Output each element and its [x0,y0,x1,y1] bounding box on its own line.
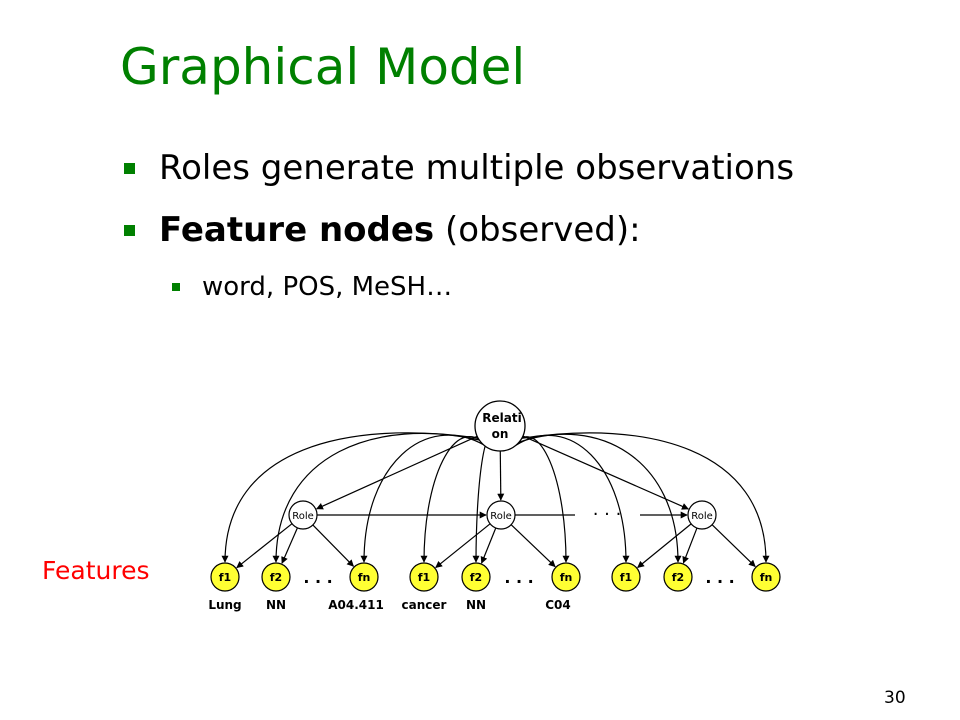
role-feature-edge [510,524,556,568]
role-feature-edge [711,524,756,568]
feature-node-label: f2 [672,571,684,584]
relation-role-edge [497,450,505,501]
feature-node-label: f2 [470,571,482,584]
feature-ellipsis: . . . [504,568,533,587]
feature-word-label: Lung [208,598,241,612]
feature-node [210,562,240,592]
role-feature-edge [281,527,298,564]
relation-role-edge [316,435,478,510]
diagram-edges [221,432,770,569]
relation-feature-edge [509,436,570,563]
page-number: 30 [884,688,906,708]
relation-node-label: on [492,427,509,441]
role-node-label: Role [691,511,713,522]
bullet-square-icon [124,224,135,236]
feature-word-label: C04 [545,598,571,612]
role-chain-ellipsis: . . . [593,499,622,520]
bullet-square-icon [172,283,180,291]
feature-word-label: NN [266,598,286,612]
bullet-bold-text: Feature nodes [159,210,435,250]
role-feature-edge [236,523,293,569]
relation-feature-edge [472,436,497,563]
relation-node-label: Relati [482,411,521,425]
feature-node [349,562,379,592]
relation-feature-edge [521,432,770,563]
feature-ellipsis: . . . [705,568,734,587]
role-feature-edge [637,523,692,568]
feature-word-label: A04.411 [328,598,384,612]
role-feature-edge [435,523,491,569]
role-node [687,500,717,530]
feature-word-label: cancer [402,598,447,612]
feature-node [409,562,439,592]
role-feature-edge [312,524,354,567]
role-node [288,500,318,530]
feature-node [551,562,581,592]
feature-node-label: fn [560,571,573,584]
role-feature-edge [682,527,698,564]
feature-node-label: f2 [270,571,282,584]
bullet-text: (observed): [434,210,641,250]
feature-ellipsis: . . . [303,568,332,587]
bullet-item: Roles generate multiple observations [124,148,794,188]
features-label: Features [42,556,150,585]
feature-node-label: fn [760,571,773,584]
role-feature-edge [480,527,497,564]
feature-node [611,562,641,592]
relation-feature-edge [221,432,479,563]
feature-node-label: f1 [620,571,632,584]
relation-feature-edge [272,432,480,563]
feature-node [751,562,781,592]
sub-bullet-text: word, POS, MeSH… [202,272,453,302]
sub-bullet-item: word, POS, MeSH… [172,272,452,302]
role-node-label: Role [292,511,314,522]
feature-node-label: fn [358,571,371,584]
relation-role-edge [522,435,689,510]
feature-node [261,562,291,592]
role-node [486,500,516,530]
feature-node-label: f1 [418,571,430,584]
relation-node [474,400,526,452]
role-node-label: Role [490,511,512,522]
relation-feature-edge [360,434,484,563]
feature-node-label: f1 [219,571,231,584]
slide-title: Graphical Model [120,38,526,96]
bullet-text: Roles generate multiple observations [159,148,795,188]
feature-word-label: NN [466,598,486,612]
bullet-item: Feature nodes (observed): [124,210,641,250]
relation-feature-edge [420,436,490,563]
feature-node [461,562,491,592]
feature-node [663,562,693,592]
bullet-square-icon [124,162,135,174]
